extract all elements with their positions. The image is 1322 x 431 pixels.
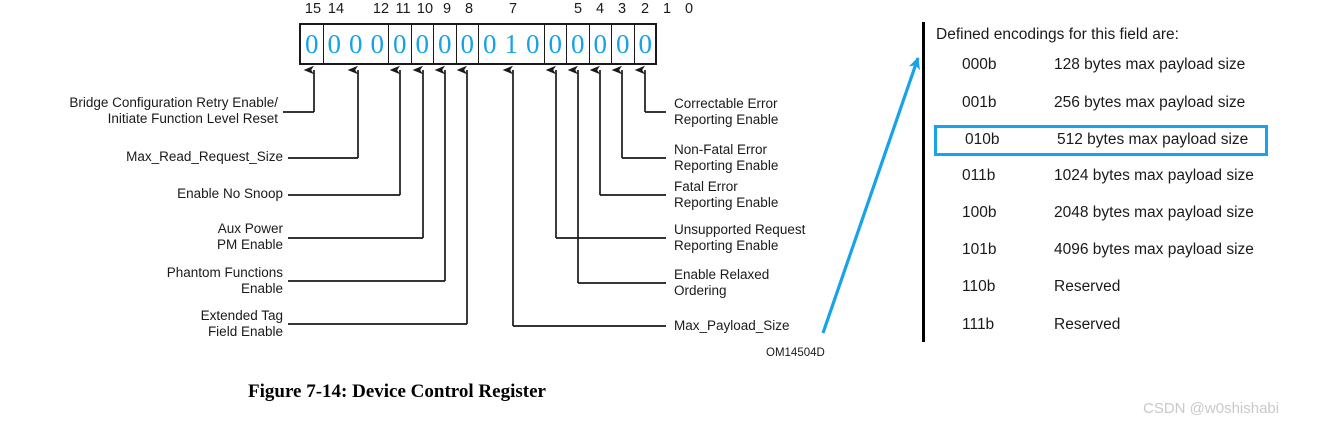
label-enable-no-snoop: Enable No Snoop xyxy=(177,186,283,201)
encodings-title: Defined encodings for this field are: xyxy=(936,26,1179,43)
bit-number-1: 1 xyxy=(662,1,672,17)
register-cell-bit3: 0 xyxy=(567,25,590,63)
encoding-row-010b: 010b 512 bytes max payload size xyxy=(934,125,1268,156)
encoding-code: 111b xyxy=(962,316,995,333)
encoding-row-110b: 110b Reserved xyxy=(940,274,1300,301)
encoding-description: 2048 bytes max payload size xyxy=(1054,204,1254,221)
register-cell-bit15: 0 xyxy=(301,25,324,63)
label-max-read-request-size: Max_Read_Request_Size xyxy=(126,149,283,164)
encoding-description: 128 bytes max payload size xyxy=(1054,56,1246,73)
label-correctable-error-reporting-enable: Correctable Error Reporting Enable xyxy=(674,96,779,127)
register-cell-bit10: 0 xyxy=(412,25,434,63)
encoding-code: 100b xyxy=(962,204,997,221)
bit-number-0: 0 xyxy=(684,1,694,17)
encoding-description: 512 bytes max payload size xyxy=(1057,131,1249,148)
encoding-code: 001b xyxy=(962,94,997,111)
register-cell-bit9: 0 xyxy=(434,25,457,63)
register-cell-bit0: 0 xyxy=(638,28,653,59)
bit-number-2: 2 xyxy=(640,1,650,17)
encoding-description: Reserved xyxy=(1054,316,1121,333)
encodings-left-rule xyxy=(922,22,925,342)
encoding-row-011b: 011b 1024 bytes max payload size xyxy=(940,163,1300,190)
encoding-code: 011b xyxy=(962,167,996,184)
label-unsupported-request-reporting-enable: Unsupported Request Reporting Enable xyxy=(674,222,806,253)
register-cell-bit8: 0 xyxy=(457,25,479,63)
encoding-code: 000b xyxy=(962,56,997,73)
encoding-row-100b: 100b 2048 bytes max payload size xyxy=(940,200,1300,227)
label-max-payload-size: Max_Payload_Size xyxy=(674,318,790,333)
label-extended-tag-field-enable: Extended Tag Field Enable xyxy=(200,308,283,339)
bit-number-11: 11 xyxy=(395,1,411,17)
bit-number-9: 9 xyxy=(442,1,452,17)
register-cell-bit4: 0 xyxy=(545,25,567,63)
encoding-description: Reserved xyxy=(1054,278,1121,295)
label-aux-power-pm-enable: Aux Power PM Enable xyxy=(216,221,283,252)
register-cell-bit1: 0 xyxy=(612,25,635,63)
bit-number-7: 7 xyxy=(508,1,518,17)
om-code-label: OM14504D xyxy=(766,347,825,359)
encoding-description: 1024 bytes max payload size xyxy=(1054,167,1254,184)
label-enable-relaxed-ordering: Enable Relaxed Ordering xyxy=(674,267,770,298)
bit-number-8: 8 xyxy=(464,1,474,17)
encoding-description: 4096 bytes max payload size xyxy=(1054,241,1254,258)
label-phantom-functions-enable: Phantom Functions Enable xyxy=(166,265,283,296)
encoding-row-111b: 111b Reserved xyxy=(940,312,1300,339)
bit-number-3: 3 xyxy=(617,1,627,17)
bit-number-15: 15 xyxy=(304,1,322,17)
encoding-code: 110b xyxy=(962,278,996,295)
encoding-row-101b: 101b 4096 bytes max payload size xyxy=(940,237,1300,264)
defined-encodings-panel: Defined encodings for this field are: 00… xyxy=(922,22,1312,342)
encoding-row-001b: 001b 256 bytes max payload size xyxy=(940,90,1300,117)
register-cell-bit11: 0 xyxy=(389,25,412,63)
bit-number-14: 14 xyxy=(327,1,345,17)
bit-number-5: 5 xyxy=(573,1,583,17)
watermark-text: CSDN @w0shishabi xyxy=(1143,400,1280,417)
label-non-fatal-error-reporting-enable: Non-Fatal Error Reporting Enable xyxy=(674,142,779,173)
figure-caption: Figure 7-14: Device Control Register xyxy=(248,381,546,402)
bit-number-12: 12 xyxy=(372,1,390,17)
encoding-description: 256 bytes max payload size xyxy=(1054,94,1246,111)
register-cell-bit2: 0 xyxy=(590,25,612,63)
encoding-code: 010b xyxy=(965,131,1000,148)
encoding-row-000b: 000b 128 bytes max payload size xyxy=(940,52,1300,79)
bit-number-10: 10 xyxy=(416,1,434,17)
encoding-code: 101b xyxy=(962,241,997,258)
label-bridge-config-retry-enable: Bridge Configuration Retry Enable/ Initi… xyxy=(69,95,278,126)
label-fatal-error-reporting-enable: Fatal Error Reporting Enable xyxy=(674,179,779,210)
bit-number-4: 4 xyxy=(595,1,605,17)
